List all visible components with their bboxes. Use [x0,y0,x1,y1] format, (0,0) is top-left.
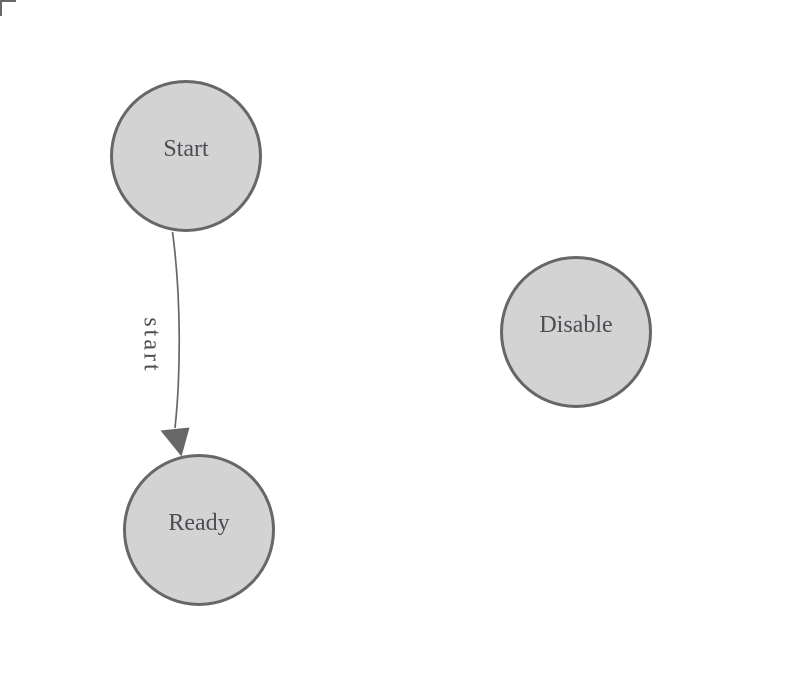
state-label-start: Start [163,136,209,162]
state-circle-ready [123,454,275,606]
canvas-corner-mark [0,0,16,16]
state-node-disable[interactable]: Disable [500,256,652,408]
state-node-start[interactable]: Start [110,80,262,232]
state-node-ready[interactable]: Ready [123,454,275,606]
state-circle-start [110,80,262,232]
transition-path [171,231,181,429]
state-circle-disable [500,256,652,408]
transition-arrowhead-icon [160,427,190,457]
state-label-ready: Ready [168,510,229,536]
transition-label: start [139,317,165,373]
state-label-disable: Disable [539,312,612,338]
transition-edge-start-to-ready: start [139,231,190,457]
